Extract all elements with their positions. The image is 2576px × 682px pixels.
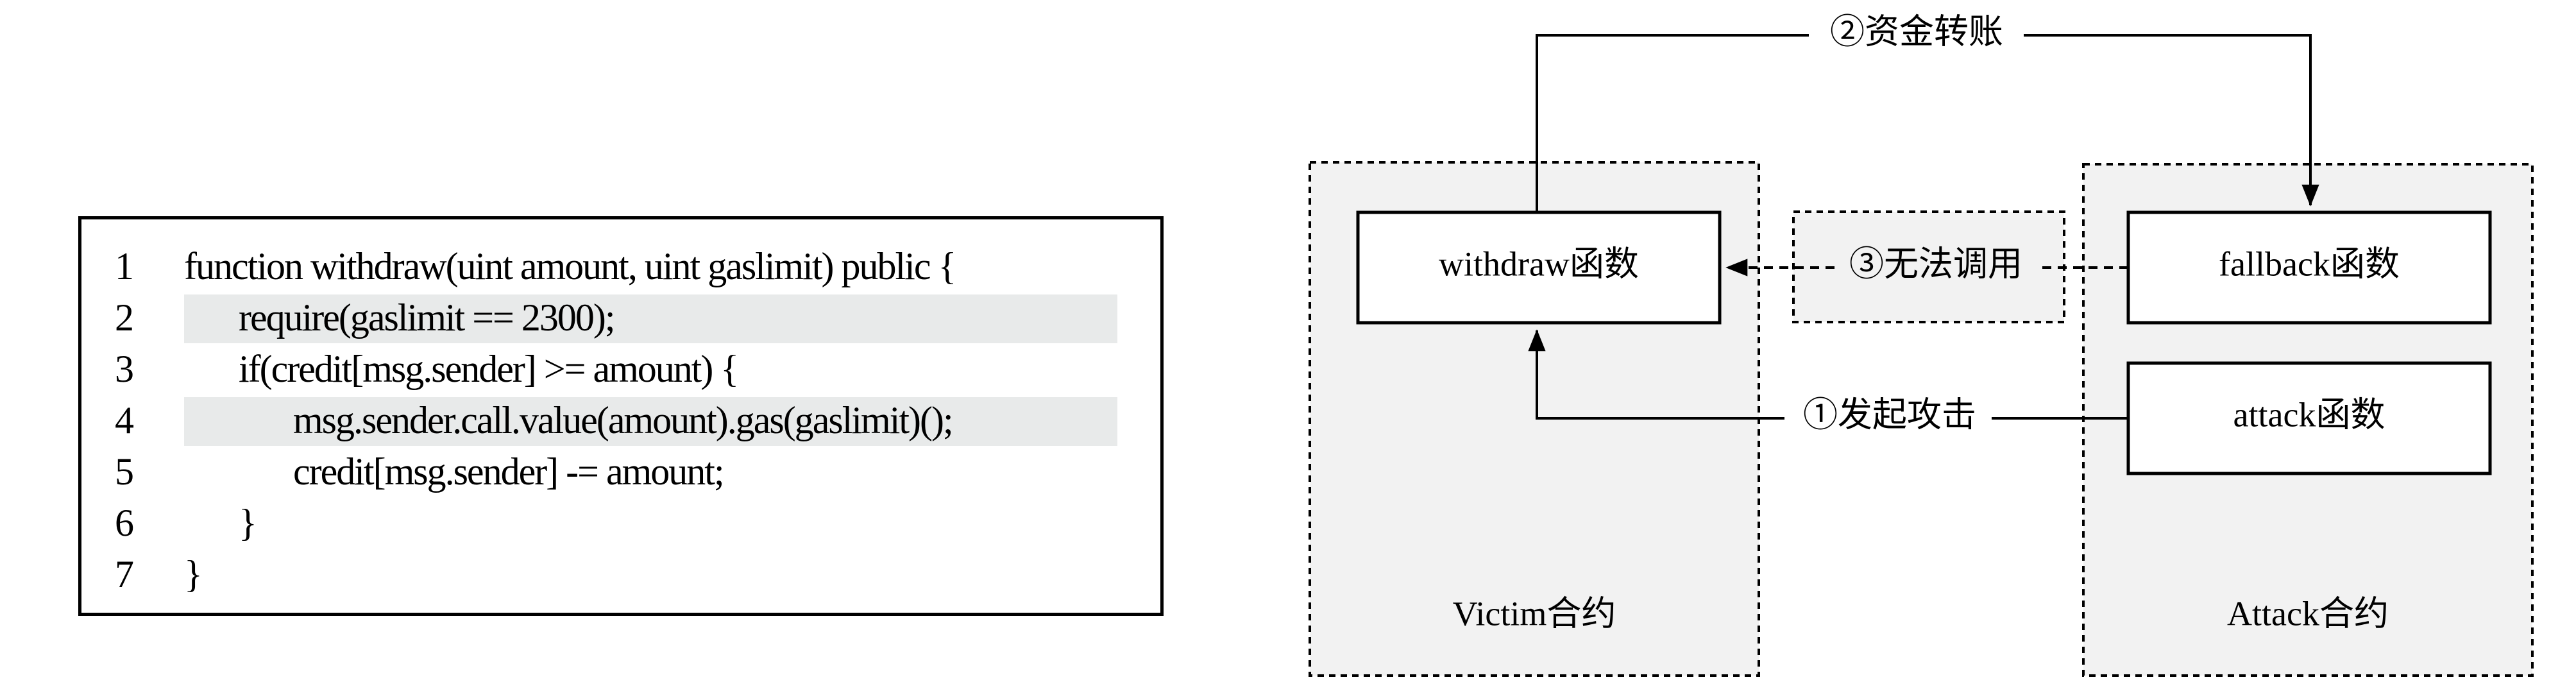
line-number: 7 — [115, 553, 134, 595]
victim-contract-label: Victim合约 — [1453, 594, 1616, 633]
withdraw-function-label: withdraw函数 — [1439, 244, 1639, 283]
cannot-call-arrow-label: ③无法调用 — [1849, 244, 2022, 283]
code-line: 5 credit[msg.sender] -= amount; — [81, 446, 1160, 497]
code-text: msg.sender.call.value(amount).gas(gaslim… — [293, 399, 954, 441]
line-number: 6 — [115, 502, 134, 544]
line-number: 3 — [115, 348, 134, 390]
fallback-function-box — [2126, 210, 2492, 325]
withdraw-function-box — [1356, 210, 1722, 325]
code-line: 7 } — [81, 549, 1160, 600]
code-text: } — [239, 502, 257, 544]
code-line: 1 function withdraw(uint amount, uint ga… — [81, 241, 1160, 292]
line-highlight — [184, 397, 1117, 446]
launch-attack-arrow — [1537, 330, 2128, 420]
attack-contract-label: Attack合约 — [2227, 594, 2389, 633]
code-text: credit[msg.sender] -= amount; — [293, 450, 725, 493]
attack-function-box — [2126, 361, 2492, 475]
line-number: 4 — [115, 399, 134, 441]
transfer-arrow-label: ②资金转账 — [1830, 12, 2003, 51]
code-line: 4 msg.sender.call.value(amount).gas(gasl… — [81, 395, 1160, 446]
launch-attack-arrow-label: ①发起攻击 — [1803, 395, 1976, 434]
code-line: 2 require(gaslimit == 2300); — [81, 292, 1160, 343]
line-highlight — [184, 294, 1117, 343]
line-number: 2 — [115, 296, 134, 339]
line-number: 1 — [115, 245, 134, 287]
attack-function-label: attack函数 — [2233, 395, 2385, 434]
code-text: if(credit[msg.sender] >= amount) { — [239, 348, 739, 390]
line-number: 5 — [115, 450, 134, 493]
code-line: 3 if(credit[msg.sender] >= amount) { — [81, 343, 1160, 395]
code-text: require(gaslimit == 2300); — [239, 296, 616, 339]
fallback-function-label: fallback函数 — [2219, 244, 2400, 283]
code-text: function withdraw(uint amount, uint gasl… — [184, 245, 956, 287]
transfer-arrow — [1536, 34, 2310, 212]
code-text: } — [184, 553, 203, 595]
code-listing: 1 function withdraw(uint amount, uint ga… — [78, 216, 1164, 616]
code-line: 6 } — [81, 497, 1160, 549]
